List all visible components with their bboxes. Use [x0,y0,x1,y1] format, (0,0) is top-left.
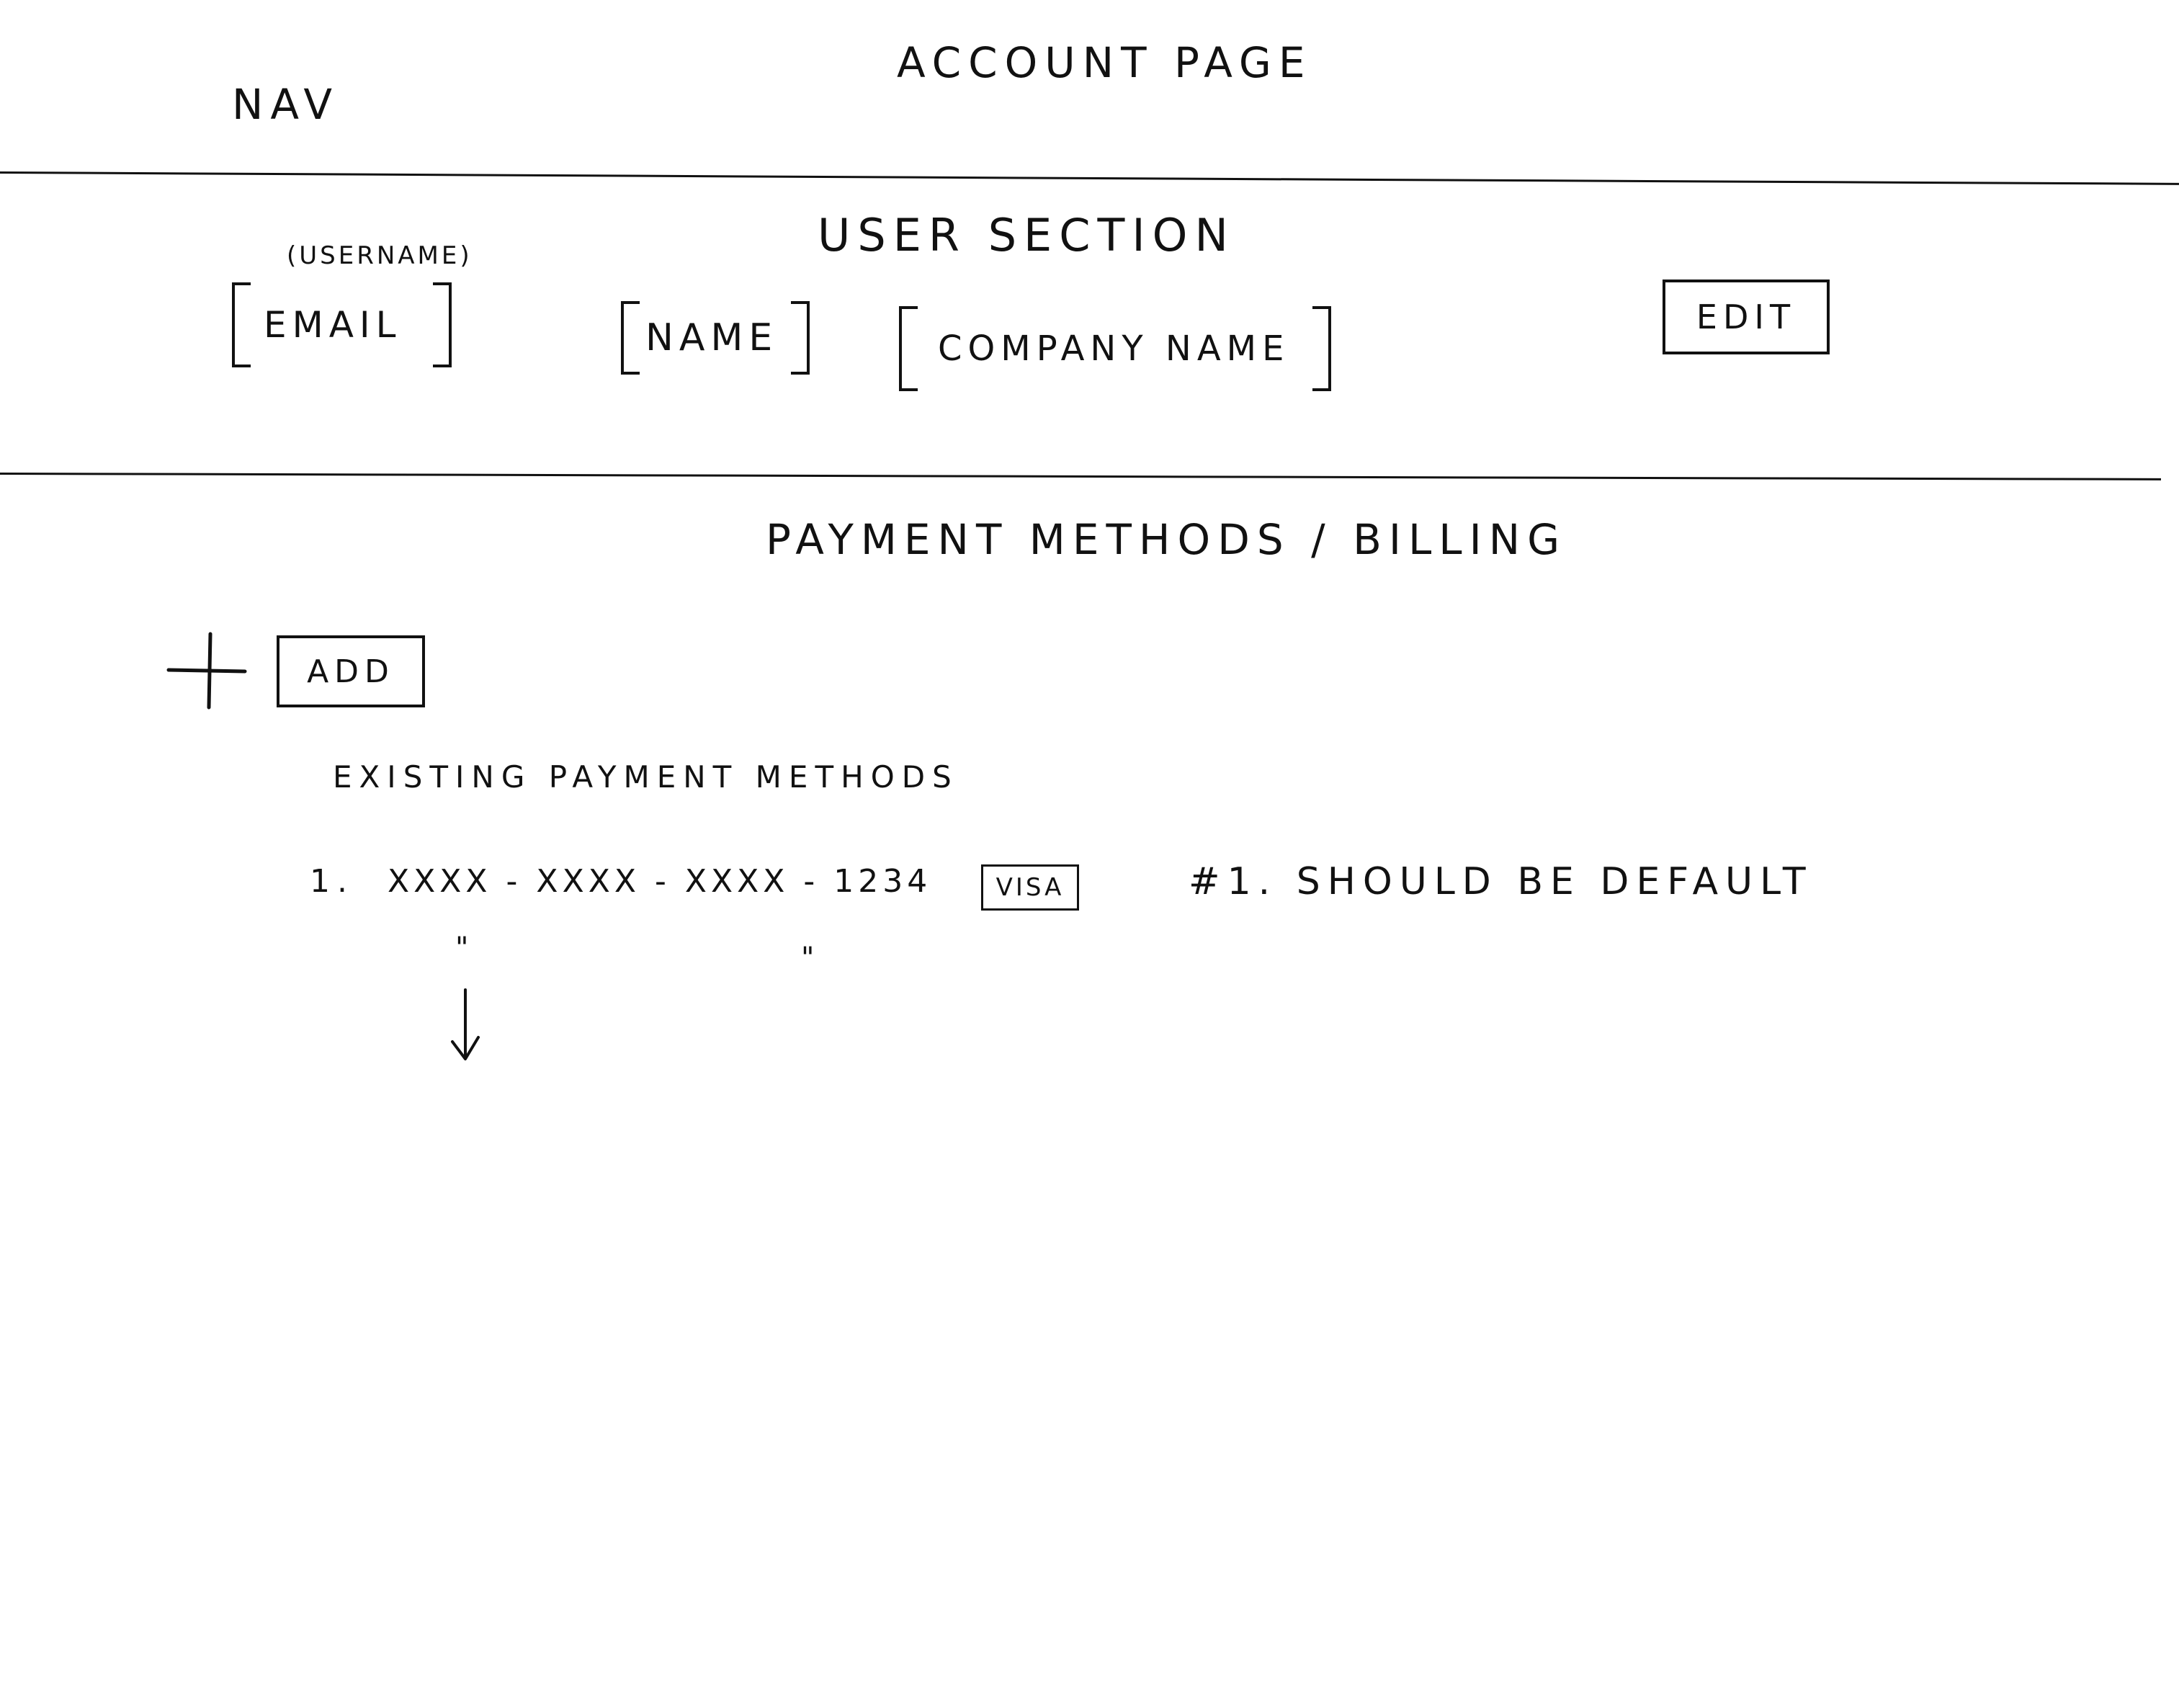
bracket-tick [902,388,918,391]
bracket-tick [235,365,251,367]
card-brand-label: VISA [995,873,1065,902]
header-divider [0,171,2179,185]
username-note: (USERNAME) [287,241,473,270]
page-title: ACCOUNT PAGE [897,38,1312,87]
bracket-tick [791,372,807,375]
bracket-tick [235,282,251,285]
down-arrow-icon [451,988,480,1060]
plus-icon[interactable] [164,628,251,715]
bracket-tick [791,301,807,304]
bracket-tick [1312,388,1328,391]
default-method-note: #1. SHOULD BE DEFAULT [1189,860,1813,903]
user-section-title: USER SECTION [818,209,1235,261]
bracket-tick [624,301,640,304]
name-field-label: NAME [645,316,779,359]
name-field[interactable]: NAME [621,301,810,375]
user-section-divider [0,473,2161,480]
bracket-tick [1312,306,1328,309]
add-payment-method-button[interactable]: ADD [277,635,425,707]
existing-methods-heading: EXISTING PAYMENT METHODS [333,759,959,795]
bracket-tick [902,306,918,309]
payment-method-index: 1. [310,863,354,900]
bracket-tick [433,282,449,285]
payment-method-row[interactable]: 1. XXXX - XXXX - XXXX - 1234 VISA #1. SH… [303,857,1851,929]
email-field-label: EMAIL [264,304,402,346]
company-name-field[interactable]: COMPANY NAME [899,306,1331,391]
billing-title: PAYMENT METHODS / BILLING [766,515,1567,564]
ditto-mark-right: " [801,942,815,975]
bracket-tick [433,365,449,367]
company-name-field-label: COMPANY NAME [938,328,1290,369]
card-brand-badge: VISA [981,864,1079,911]
bracket-tick [624,372,640,375]
nav-placeholder[interactable]: NAV [232,80,340,129]
edit-button[interactable]: EDIT [1663,280,1830,354]
email-field[interactable]: EMAIL [232,282,452,367]
card-number: XXXX - XXXX - XXXX - 1234 [388,863,932,900]
ditto-mark-left: " [455,931,469,965]
